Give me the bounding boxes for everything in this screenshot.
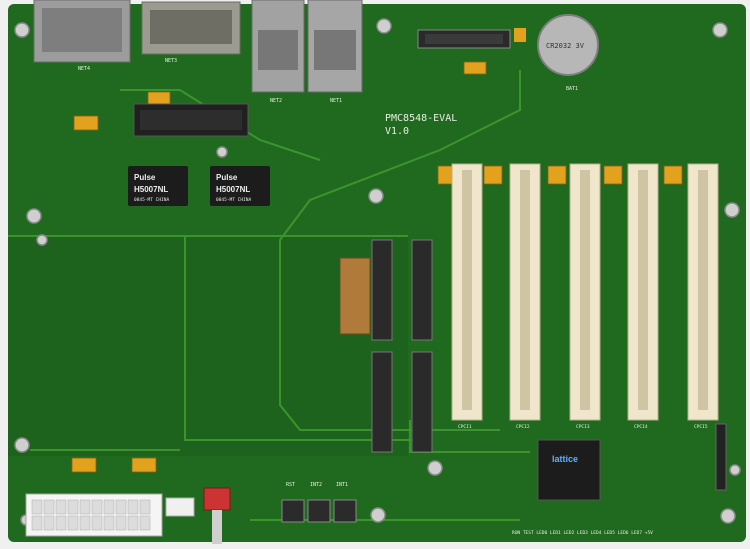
net1-label: NET1 <box>330 98 342 104</box>
transformer-2-part: H5007NL <box>216 185 250 194</box>
push-buttons <box>281 499 357 523</box>
led-labels: RUN TEST LED0 LED1 LED2 LED3 LED4 LED5 L… <box>512 530 653 536</box>
transformer-2-lot: 0845-MT CHINA <box>216 197 252 203</box>
transformer-2 <box>210 166 270 206</box>
transformer-1-part: H5007NL <box>134 185 168 194</box>
slot-1-label: CPCI1 <box>458 424 472 430</box>
board-title: PMC8548-EVAL <box>385 113 457 124</box>
int2-label: INT2 <box>310 482 322 488</box>
net4-label: NET4 <box>78 66 90 72</box>
board-version: V1.0 <box>385 126 409 137</box>
capacitors <box>71 61 683 473</box>
mounting-holes <box>14 18 741 526</box>
net3-label: NET3 <box>165 58 177 64</box>
transformer-1 <box>128 166 188 206</box>
battery-text: CR2032 3V <box>546 42 585 50</box>
rj45-connectors <box>33 0 363 93</box>
hd-connectors <box>339 239 433 453</box>
battery-label: BAT1 <box>566 86 578 92</box>
slot-3-label: CPCI3 <box>576 424 590 430</box>
slot-5-label: CPCI5 <box>694 424 708 430</box>
transformer-2-brand: Pulse <box>216 173 238 182</box>
fpga-brand: lattice <box>552 454 578 464</box>
slot-2-label: CPCI2 <box>516 424 530 430</box>
power-switch <box>203 487 231 511</box>
cpci-slots <box>451 163 719 421</box>
pin-header <box>715 423 727 491</box>
coin-battery <box>537 14 599 76</box>
slot-4-label: CPCI4 <box>634 424 648 430</box>
net2-label: NET2 <box>270 98 282 104</box>
transformer-1-brand: Pulse <box>134 173 156 182</box>
transformer-1-lot: 0845-MT CHINA <box>134 197 170 203</box>
int1-label: INT1 <box>336 482 348 488</box>
fpga-chip <box>537 439 601 501</box>
rst-label: RST <box>286 482 295 488</box>
